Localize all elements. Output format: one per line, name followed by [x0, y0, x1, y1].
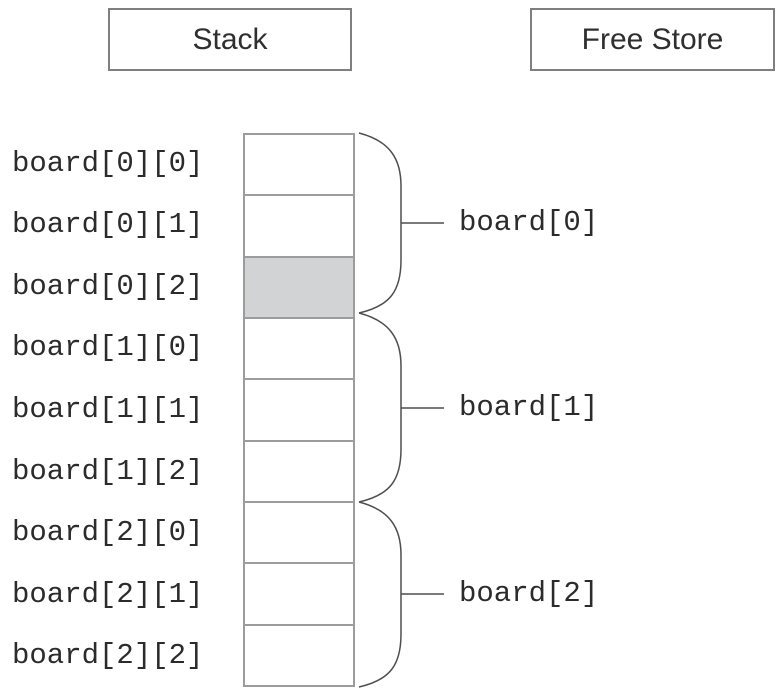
group-label-board-0: board[0] — [459, 206, 599, 239]
memory-cell-board-2-0 — [245, 502, 353, 565]
row-label-board-0-1: board[0][1] — [12, 208, 204, 241]
memory-cell-board-2-1 — [245, 564, 353, 626]
row-label-board-1-2: board[1][2] — [12, 455, 204, 488]
row-label-board-2-0: board[2][0] — [12, 516, 204, 549]
row-label-board-2-1: board[2][1] — [12, 578, 204, 611]
brace-board-0 — [358, 132, 402, 314]
free-store-header-label: Free Store — [581, 22, 724, 56]
stack-header-label: Stack — [192, 22, 268, 56]
row-label-board-1-1: board[1][1] — [12, 393, 204, 426]
brace-board-2 — [358, 501, 402, 688]
brace-board-1 — [358, 312, 402, 503]
row-label-board-0-0: board[0][0] — [12, 147, 204, 180]
row-label-board-2-2: board[2][2] — [12, 639, 204, 672]
row-label-board-0-2: board[0][2] — [12, 270, 204, 303]
stack-header-box: Stack — [108, 8, 352, 71]
memory-cell-board-2-2 — [245, 625, 353, 685]
memory-cell-board-1-0 — [245, 318, 353, 381]
free-store-header-box: Free Store — [530, 8, 775, 71]
row-label-board-1-0: board[1][0] — [12, 331, 204, 364]
memory-cell-board-0-2-shaded — [245, 257, 353, 319]
stack-memory-column — [243, 133, 355, 687]
memory-cell-board-1-2 — [245, 441, 353, 503]
group-label-board-1: board[1] — [459, 391, 599, 424]
group-label-board-2: board[2] — [459, 577, 599, 610]
memory-cell-board-0-0 — [245, 135, 353, 197]
memory-cell-board-0-1 — [245, 196, 353, 258]
memory-cell-board-1-1 — [245, 380, 353, 442]
